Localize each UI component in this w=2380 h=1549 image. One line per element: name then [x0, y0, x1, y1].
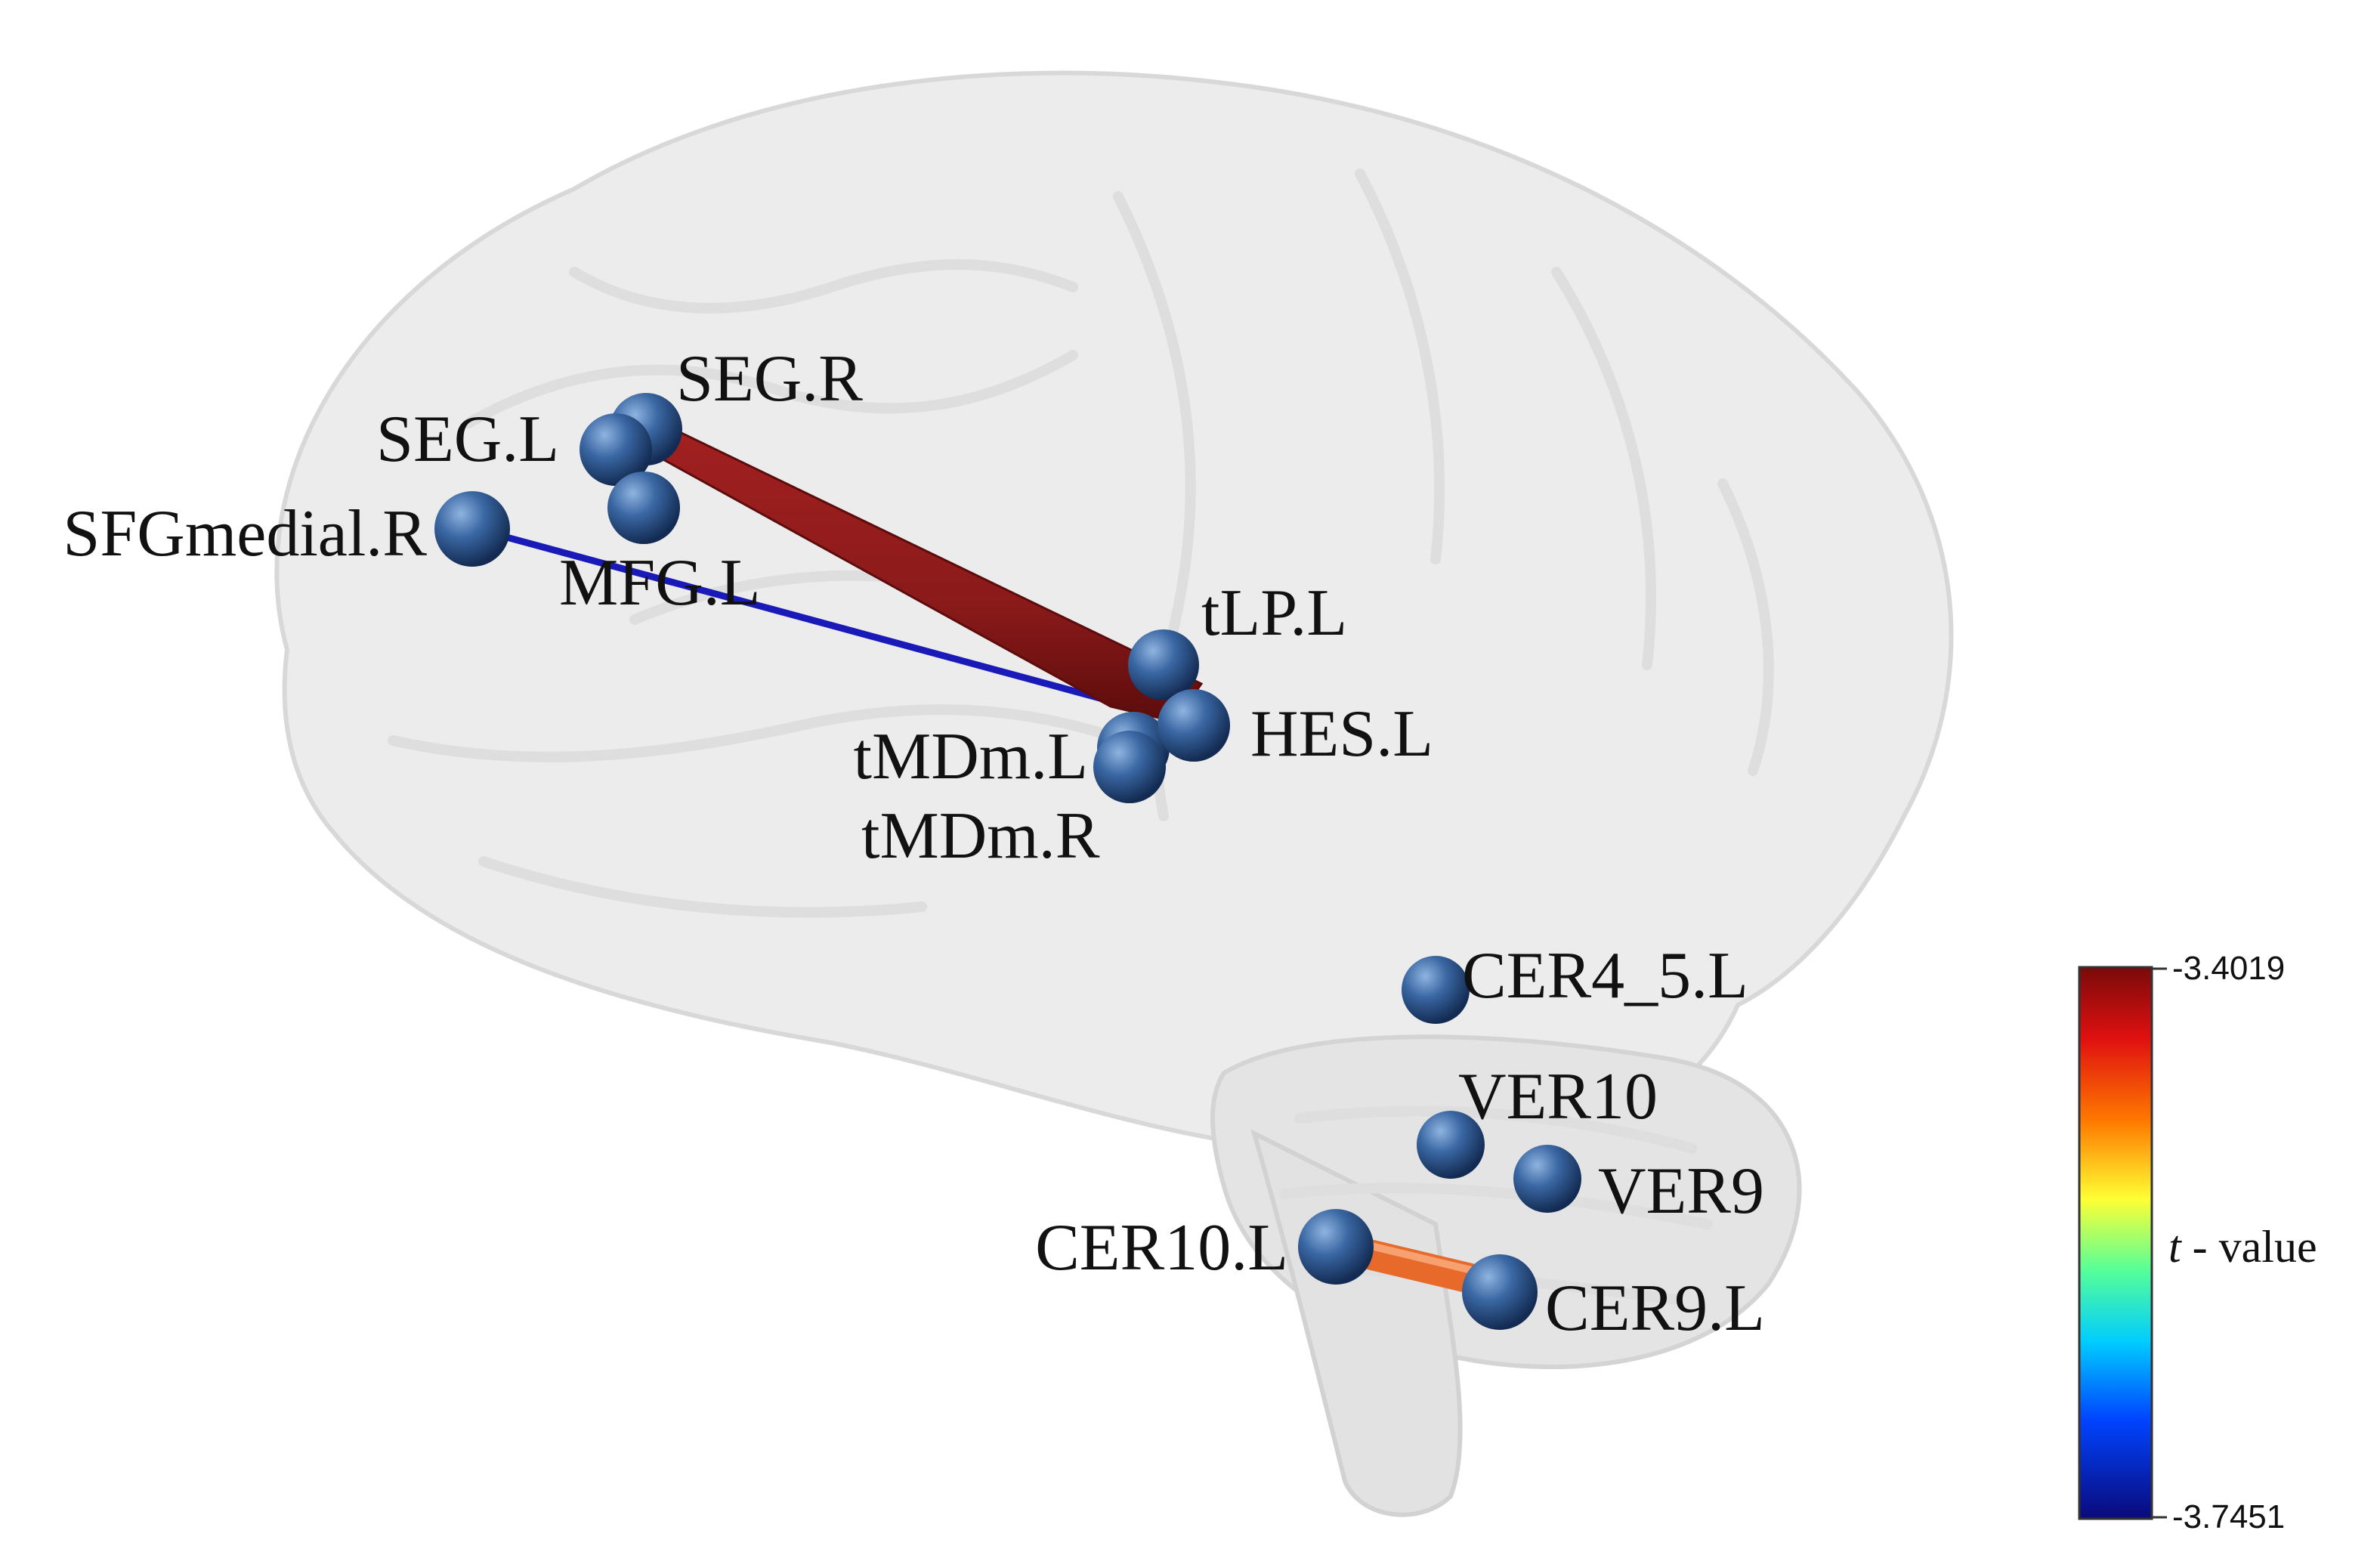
label-seg-r: SEG.R: [676, 342, 863, 416]
node-cer9-l: [1462, 1254, 1538, 1330]
node-seg-l: [580, 413, 652, 486]
label-seg-l: SEG.L: [376, 403, 559, 476]
node-cer4-5-l: [1402, 956, 1470, 1024]
colorbar-min-label: -3.7451: [2172, 1498, 2285, 1535]
label-cer4-5-l: CER4_5.L: [1462, 939, 1748, 1013]
colorbar: -3.4019 -3.7451 t - value: [2078, 950, 2317, 1535]
network-nodes: [434, 393, 1581, 1330]
node-mfg-l: [607, 472, 680, 544]
node-ver10: [1417, 1111, 1485, 1179]
label-cer9-l: CER9.L: [1545, 1272, 1765, 1345]
label-ver10: VER10: [1458, 1060, 1658, 1133]
label-ver9: VER9: [1598, 1155, 1764, 1228]
label-mfg-l: MFG.L: [559, 546, 761, 620]
colorbar-title-rest: - value: [2181, 1222, 2317, 1272]
node-labels: SEG.R SEG.L SFGmedial.R MFG.L tLP.L HES.…: [63, 342, 1765, 1345]
node-sfgmedial-r: [434, 491, 510, 567]
node-tmdm-r: [1093, 731, 1166, 803]
label-cer10-l: CER10.L: [1035, 1211, 1288, 1285]
edge-sfgmedial-r-hes-l: [472, 525, 1190, 725]
label-hes-l: HES.L: [1250, 697, 1433, 771]
gyri-folds: [388, 169, 1774, 1305]
colorbar-gradient: [2078, 966, 2153, 1520]
edge-cer10-l-cer9-l-highlight: [1349, 1238, 1485, 1276]
node-hes-l: [1158, 689, 1230, 762]
label-tmdm-r: tMDm.R: [861, 799, 1100, 873]
label-tlp-l: tLP.L: [1201, 577, 1347, 650]
colorbar-max-label: -3.4019: [2172, 950, 2285, 987]
cerebrum-outline: [274, 70, 1954, 1172]
node-cer10-l: [1298, 1209, 1374, 1285]
colorbar-title: t - value: [2168, 1222, 2317, 1272]
label-tmdm-l: tMDm.L: [854, 720, 1088, 793]
node-ver9: [1513, 1145, 1581, 1213]
node-tlp-l: [1128, 629, 1199, 700]
label-sfgmedial-r: SFGmedial.R: [63, 497, 427, 570]
colorbar-title-italic: t: [2168, 1222, 2182, 1272]
brain-surface: [274, 70, 1954, 1517]
